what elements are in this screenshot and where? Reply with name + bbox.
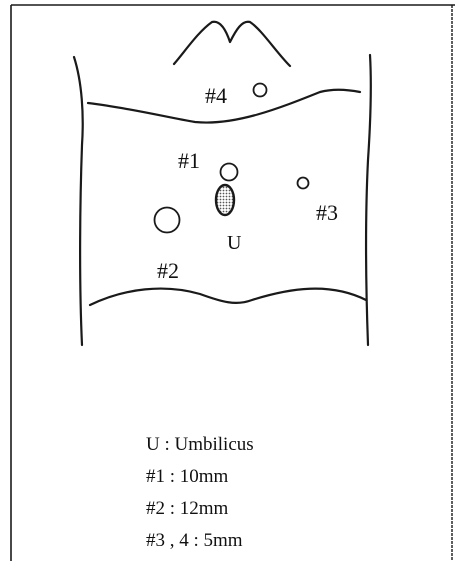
port-1-label: #1 [178,148,200,173]
port-2-label: #2 [157,258,179,283]
torso-right-side [366,55,371,345]
torso-left-side [74,57,83,345]
port-3-label: #3 [316,200,338,225]
neck-contour [174,22,290,66]
legend-item: #1 : 10mm [146,466,229,487]
port-4-label: #4 [205,83,227,108]
legend-item: #2 : 12mm [146,498,229,519]
port-4-marker [254,84,267,97]
port-3-marker [298,178,309,189]
legend-item: U : Umbilicus [146,434,254,455]
legend: U : Umbilicus #1 : 10mm #2 : 12mm #3 , 4… [146,434,254,551]
port-2-marker [155,208,180,233]
pelvic-line [90,289,366,305]
umbilicus-label: U [227,232,242,254]
legend-item: #3 , 4 : 5mm [146,530,243,551]
port-1-marker [221,164,238,181]
umbilicus-marker [216,185,234,215]
